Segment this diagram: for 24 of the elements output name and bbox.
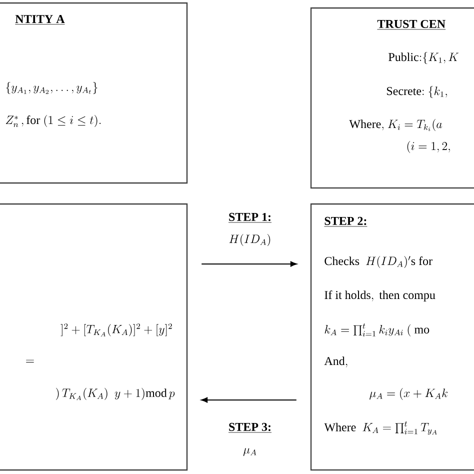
formula: $)\, T_{K_A}(K_A)\ \ y + 1)\mathrm{mod}\, p$ — [56, 388, 175, 400]
heading: NTITY A — [14, 15, 65, 25]
formula: $\mu_A$ — [243, 448, 256, 456]
formula: $]^2 + [T_{K_A}(K_A)]^2 + [y]^2$ — [60, 324, 172, 336]
formula: $H(ID_A)$ — [229, 234, 270, 246]
arrow — [201, 397, 297, 403]
edge-label: STEP 3: — [228, 422, 272, 434]
heading: STEP 2: — [324, 216, 368, 227]
formula: $\{y_{A_1}, y_{A_2}, \dots, y_{A_t}\}$ — [6, 82, 98, 94]
formula: $\mathrm{And,}$ — [324, 356, 348, 368]
heading: TRUST CEN — [377, 20, 446, 30]
arrow — [201, 261, 297, 267]
formula: $\mathrm{Checks}\ \ H(ID_A)\mathrm{'s\ for}$ — [324, 256, 432, 268]
formula: $\mathrm{If\ it\ holds,\ then\ compu}$ — [324, 290, 436, 302]
formula: $(i = 1,2,$ — [407, 141, 450, 153]
formula: $Z_n^*\,\mathrm{, for}\ (1 \le i \le t).$ — [6, 115, 101, 128]
formula: $\mathrm{Where}\ \ K_A = \prod_{i=1}^{t} T_{y_A}$ — [324, 421, 437, 435]
formula: $=$ — [26, 360, 34, 362]
formula: $\mathrm{Where,}\ K_i = T_{k_i}(a$ — [349, 118, 442, 132]
edge-label: STEP 1: — [228, 212, 272, 224]
formula: $\mu_A = (x + K_A k$ — [370, 388, 448, 400]
formula: $k_A = \prod_{i=1}^{t} k_i y_{Ai}\ (\ \mathrm{mo}$ — [324, 324, 430, 336]
formula: $\mathrm{Secrete{:}}\ \{k_1,$ — [387, 86, 447, 98]
formula: $\mathrm{Public{:}}\{K_1, K$ — [388, 52, 459, 64]
